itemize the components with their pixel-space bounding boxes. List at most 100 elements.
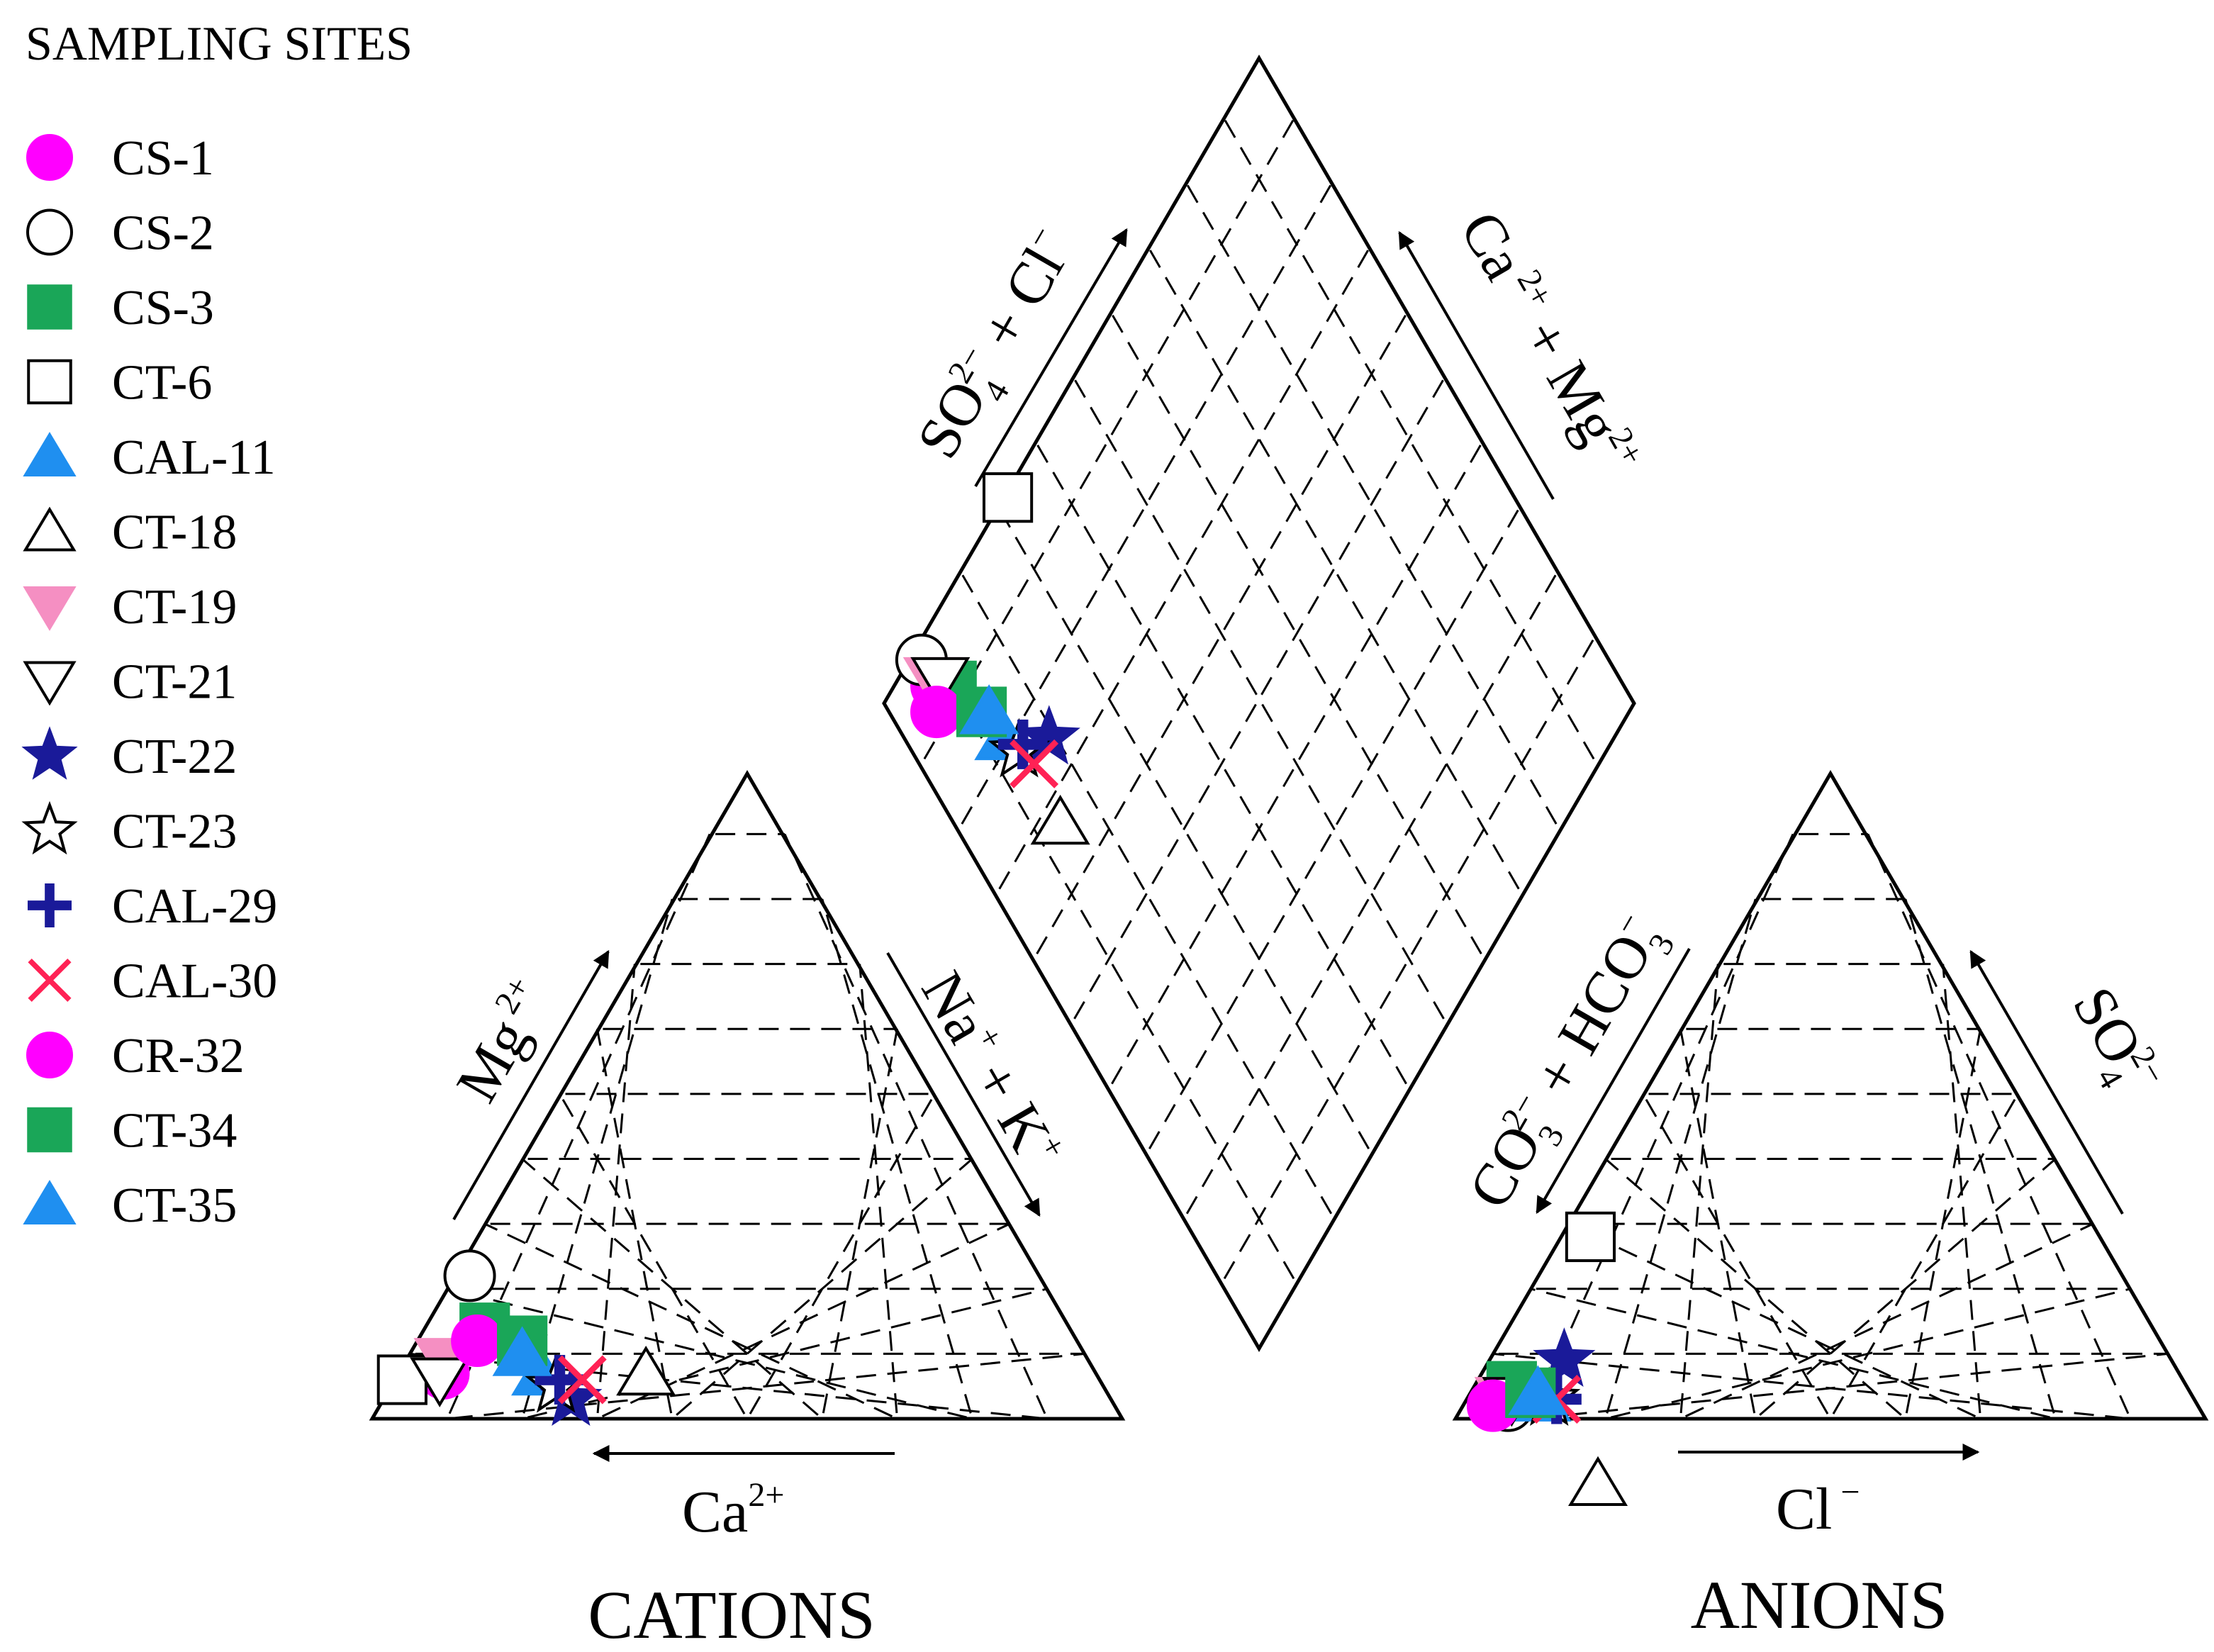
grid-line	[1357, 250, 1369, 269]
grid-line	[861, 988, 865, 1010]
legend-label-ct-18: CT-18	[112, 506, 237, 560]
grid-line	[1385, 460, 1397, 479]
grid-line	[1376, 606, 1388, 625]
grid-line	[1477, 817, 1489, 836]
grid-line	[1029, 817, 1041, 836]
grid-line	[1212, 357, 1224, 376]
cation-points	[376, 1249, 676, 1427]
grid-line	[448, 1395, 459, 1414]
grid-line	[704, 1327, 724, 1338]
grid-line	[1067, 882, 1079, 900]
diamond-points	[895, 472, 1090, 845]
grid-line	[1176, 693, 1188, 712]
grid-line	[826, 1381, 846, 1389]
grid-line	[1264, 320, 1277, 338]
grid-line	[1286, 876, 1298, 895]
grid-line	[834, 1332, 840, 1352]
grid-line	[890, 1322, 911, 1329]
grid-line	[1909, 1381, 1930, 1389]
grid-line	[1731, 1300, 1750, 1311]
grid-line	[1926, 974, 1934, 994]
grid-line	[1112, 314, 1124, 333]
grid-line	[1073, 1000, 1085, 1020]
grid-line	[1254, 557, 1266, 576]
diamond-point-cal-29	[997, 719, 1048, 769]
grid-line	[1189, 1098, 1202, 1117]
grid-line	[1360, 633, 1372, 652]
grid-line	[886, 1396, 907, 1404]
grid-line	[817, 1278, 834, 1294]
grid-line	[1142, 1012, 1154, 1031]
grid-line	[1905, 1393, 1912, 1414]
grid-line	[1220, 876, 1232, 895]
legend-marker-ct-35	[23, 1180, 77, 1225]
grid-line	[2093, 1338, 2104, 1358]
grid-line	[1024, 682, 1036, 701]
grid-line	[1364, 1012, 1376, 1031]
grid-line	[1017, 801, 1030, 820]
grid-line	[1017, 579, 1029, 598]
grid-line	[1061, 763, 1073, 782]
grid-line	[1342, 454, 1355, 474]
grid-line	[795, 1374, 816, 1381]
grid-line	[1673, 1217, 1690, 1232]
grid-line	[1519, 747, 1532, 766]
grid-line	[608, 1180, 621, 1198]
anion-point-ct-35	[1508, 1365, 1568, 1415]
grid-line	[1939, 1287, 1958, 1297]
grid-line	[1202, 211, 1214, 230]
grid-line	[887, 1056, 893, 1077]
grid-line	[1395, 417, 1408, 435]
grid-line	[1705, 1082, 1709, 1103]
grid-line	[1217, 493, 1229, 511]
grid-line	[1180, 303, 1192, 323]
grid-line	[1379, 342, 1391, 360]
grid-line	[1361, 747, 1373, 766]
grid-line	[1660, 1126, 1673, 1144]
grid-line	[1373, 508, 1386, 528]
grid-line	[1252, 557, 1264, 576]
grid-line	[1326, 428, 1339, 447]
grid-line	[1458, 525, 1470, 544]
grid-line	[1703, 1287, 1722, 1297]
grid-line	[1749, 1393, 1756, 1414]
grid-line	[1235, 201, 1248, 220]
grid-line	[1333, 308, 1346, 328]
grid-line	[1697, 1329, 1718, 1336]
grid-line	[1139, 627, 1151, 647]
grid-line	[1121, 460, 1133, 479]
grid-line	[889, 1153, 902, 1171]
grid-line	[1815, 1386, 1835, 1391]
grid-line	[1292, 623, 1304, 642]
grid-line	[1079, 471, 1092, 490]
grid-line	[961, 806, 973, 825]
grid-line	[1348, 1044, 1360, 1064]
legend-marker-cs-2	[26, 208, 73, 256]
cation-point-cs-2	[443, 1249, 496, 1302]
grid-line	[1173, 308, 1185, 328]
anion-points	[1466, 1211, 1628, 1507]
grid-line	[2003, 1098, 2016, 1117]
grid-line	[1691, 1399, 1711, 1404]
legend-label-cs-3: CS-3	[112, 281, 214, 335]
grid-line	[1111, 1066, 1123, 1085]
grid-line	[652, 944, 661, 964]
grid-line	[625, 1051, 629, 1071]
grid-line	[1711, 996, 1721, 1016]
grid-line	[1731, 1381, 1752, 1389]
grid-line	[601, 1407, 621, 1417]
grid-line	[1251, 1207, 1264, 1225]
grid-line	[2119, 1395, 2130, 1414]
grid-line	[1611, 1411, 1631, 1419]
grid-line	[1233, 265, 1246, 284]
grid-line	[700, 1390, 721, 1394]
so4cl-axis-arrow	[974, 228, 1128, 488]
grid-line	[1052, 471, 1064, 491]
grid-line	[1295, 1022, 1307, 1042]
grid-line	[1329, 688, 1341, 706]
grid-line	[1978, 1081, 1989, 1101]
grid-line	[1924, 1258, 1941, 1273]
legend-marker-ct-19	[23, 586, 77, 631]
grid-line	[1164, 925, 1177, 944]
grid-line	[1958, 1117, 1964, 1138]
